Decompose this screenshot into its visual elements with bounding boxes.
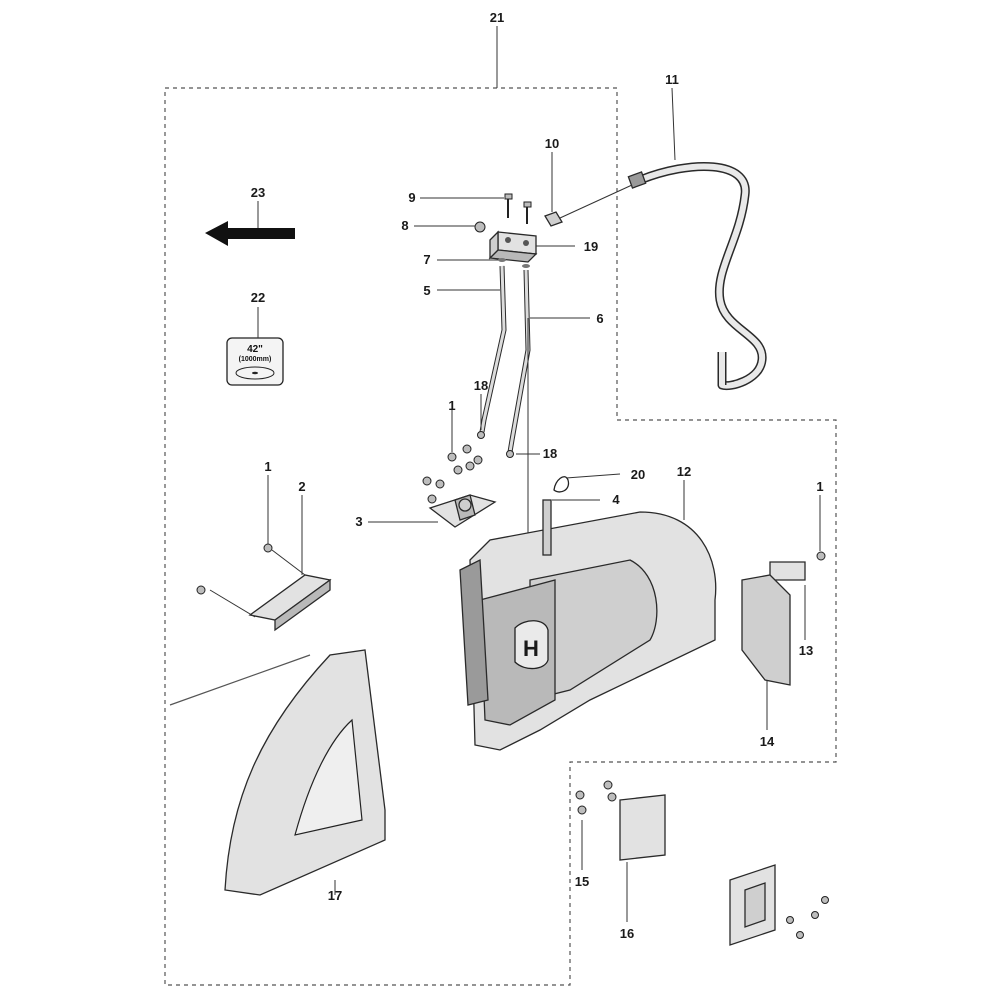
callout-19: 19: [584, 239, 598, 254]
blade-guard-12: H: [459, 480, 717, 751]
callout-3: 3: [355, 514, 362, 529]
decal-metric-text: (1000mm): [239, 356, 272, 363]
callout-12: 12: [677, 464, 691, 479]
front-guard-17: [169, 649, 386, 896]
callout-18b: 18: [543, 446, 557, 461]
callout-22: 22: [251, 290, 265, 305]
callout-8: 8: [401, 218, 408, 233]
callout-18a: 18: [474, 378, 488, 393]
callout-1a: 1: [448, 398, 455, 413]
assembly-boundary-21: [164, 26, 837, 986]
plug-8: [414, 221, 486, 233]
callout-16: 16: [620, 926, 634, 941]
svg-text:H: H: [523, 636, 539, 661]
decal-size-text: 42": [247, 344, 263, 355]
callout-5: 5: [423, 283, 430, 298]
water-hose: [627, 87, 767, 391]
callout-labels: 21 11 10 9 8 19 7 5 6 23 22 18 18 1 1 1 …: [239, 10, 824, 941]
callout-2: 2: [298, 479, 305, 494]
mount-plate-16: [619, 794, 666, 922]
callout-9: 9: [408, 190, 415, 205]
callout-15: 15: [575, 874, 589, 889]
callout-13: 13: [799, 643, 813, 658]
screw-9: [420, 193, 532, 224]
callout-4: 4: [612, 492, 620, 507]
callout-11: 11: [665, 72, 679, 87]
valve-block: [488, 230, 575, 263]
bracket-3: [368, 494, 497, 528]
direction-arrow-icon: [205, 201, 295, 246]
callout-10: 10: [545, 136, 559, 151]
callout-20: 20: [631, 467, 645, 482]
screws-1-center: [422, 410, 483, 504]
callout-21: 21: [490, 10, 504, 25]
callout-6: 6: [596, 311, 603, 326]
flap-13-14: [741, 495, 826, 730]
size-label-decal: [226, 307, 284, 386]
hose-fitting: [544, 152, 633, 227]
screws-15: [575, 780, 617, 870]
lever-4-20: [542, 473, 621, 556]
callout-23: 23: [251, 185, 265, 200]
callout-14: 14: [760, 734, 775, 749]
nozzles-18: [477, 394, 540, 458]
callout-1b: 1: [264, 459, 271, 474]
bracket-2: [196, 475, 332, 632]
mount-bracket-lower: [729, 864, 829, 946]
water-tubes: [437, 258, 590, 545]
callout-7: 7: [423, 252, 430, 267]
callout-17: 17: [328, 888, 342, 903]
callout-1c: 1: [816, 479, 823, 494]
